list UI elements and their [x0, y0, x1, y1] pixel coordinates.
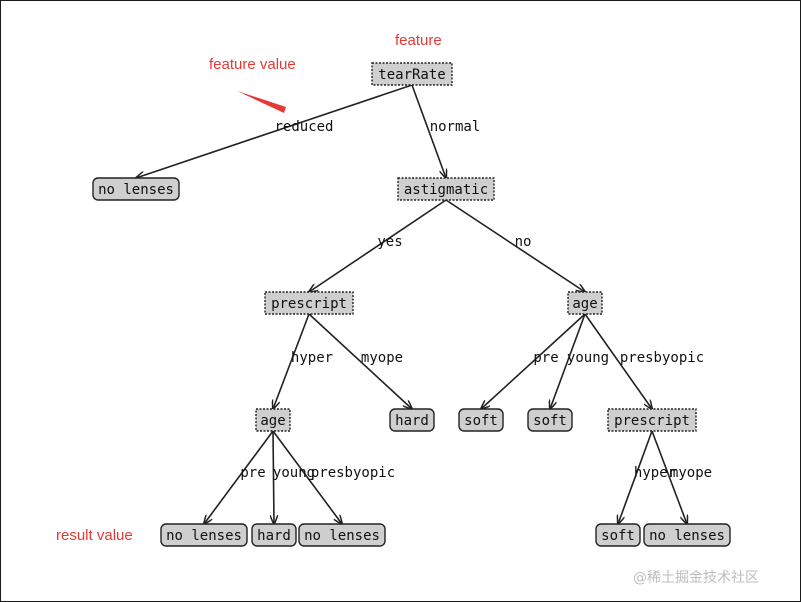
node-label: hard — [257, 528, 291, 544]
edge-label: presbyopic — [620, 350, 704, 366]
feature-node: tearRate — [371, 62, 453, 86]
node-label: no lenses — [304, 528, 380, 544]
tree-edge-arrow — [618, 430, 653, 524]
leaf-node: soft — [595, 523, 641, 547]
feature-node-box — [264, 291, 354, 315]
node-label: soft — [601, 528, 635, 544]
tree-edge-arrow — [309, 199, 447, 292]
leaf-node-box — [458, 408, 504, 432]
feature-node: astigmatic — [397, 177, 495, 201]
node-label: soft — [533, 413, 567, 429]
edge-label: hyper — [634, 465, 676, 481]
node-label: no lenses — [649, 528, 725, 544]
tree-edge-arrow — [651, 430, 687, 524]
leaf-node-box — [251, 523, 297, 547]
leaf-node-box — [595, 523, 641, 547]
leaf-node-box — [389, 408, 435, 432]
leaf-node: no lenses — [298, 523, 386, 547]
leaf-node-box — [298, 523, 386, 547]
tree-edge-arrow — [273, 430, 274, 524]
edge-label: myope — [670, 465, 712, 481]
node-label: no lenses — [166, 528, 242, 544]
leaf-node: hard — [251, 523, 297, 547]
leaf-node-box — [643, 523, 731, 547]
edge-label: myope — [361, 350, 403, 366]
edge-label: normal — [430, 119, 481, 135]
leaf-node: no lenses — [643, 523, 731, 547]
tree-edge-arrow — [204, 430, 274, 524]
tree-edge-arrow — [445, 199, 585, 292]
node-label: no lenses — [98, 182, 174, 198]
feature-node: prescript — [264, 291, 354, 315]
edge-label: reduced — [274, 119, 333, 135]
result-value-annotation: result value — [56, 527, 133, 544]
node-label: astigmatic — [404, 182, 488, 198]
feature-node: prescript — [607, 408, 697, 432]
tree-edge-arrow — [273, 313, 310, 409]
leaf-node-box — [160, 523, 248, 547]
leaf-node: no lenses — [92, 177, 180, 201]
node-label: age — [260, 413, 285, 429]
node-label: hard — [395, 413, 429, 429]
leaf-node-box — [92, 177, 180, 201]
tree-edge-arrow — [272, 430, 342, 524]
tree-edge-arrow — [308, 313, 412, 409]
feature-node-box — [607, 408, 697, 432]
feature-node-box — [567, 291, 603, 315]
leaf-node: soft — [458, 408, 504, 432]
edge-label: pre — [533, 350, 558, 366]
edge-label: young — [273, 465, 315, 481]
leaf-node: hard — [389, 408, 435, 432]
feature-node-box — [397, 177, 495, 201]
edge-label: no — [515, 234, 532, 250]
feature-node-box — [371, 62, 453, 86]
tree-edge-arrow — [550, 313, 586, 409]
feature-node: age — [255, 408, 291, 432]
tree-edge-arrow — [584, 313, 652, 409]
feature-value-annotation: feature value — [209, 56, 296, 73]
edge-label: young — [567, 350, 609, 366]
tree-edge-arrow — [136, 84, 413, 178]
leaf-node: soft — [527, 408, 573, 432]
feature-node: age — [567, 291, 603, 315]
feature-node-box — [255, 408, 291, 432]
annotation-arrow — [237, 91, 286, 113]
edge-label: hyper — [291, 350, 333, 366]
tree-edge-arrow — [481, 313, 586, 409]
node-label: age — [572, 296, 597, 312]
leaf-node-box — [527, 408, 573, 432]
edge-label: presbyopic — [311, 465, 395, 481]
edge-label: pre — [240, 465, 265, 481]
feature-annotation: feature — [395, 32, 442, 49]
node-label: prescript — [614, 413, 690, 429]
watermark-text: @稀土掘金技术社区 — [633, 570, 759, 586]
edge-label: yes — [377, 234, 402, 250]
leaf-node: no lenses — [160, 523, 248, 547]
tree-edge-arrow — [411, 84, 446, 178]
node-label: soft — [464, 413, 498, 429]
node-label: prescript — [271, 296, 347, 312]
node-label: tearRate — [378, 67, 445, 83]
